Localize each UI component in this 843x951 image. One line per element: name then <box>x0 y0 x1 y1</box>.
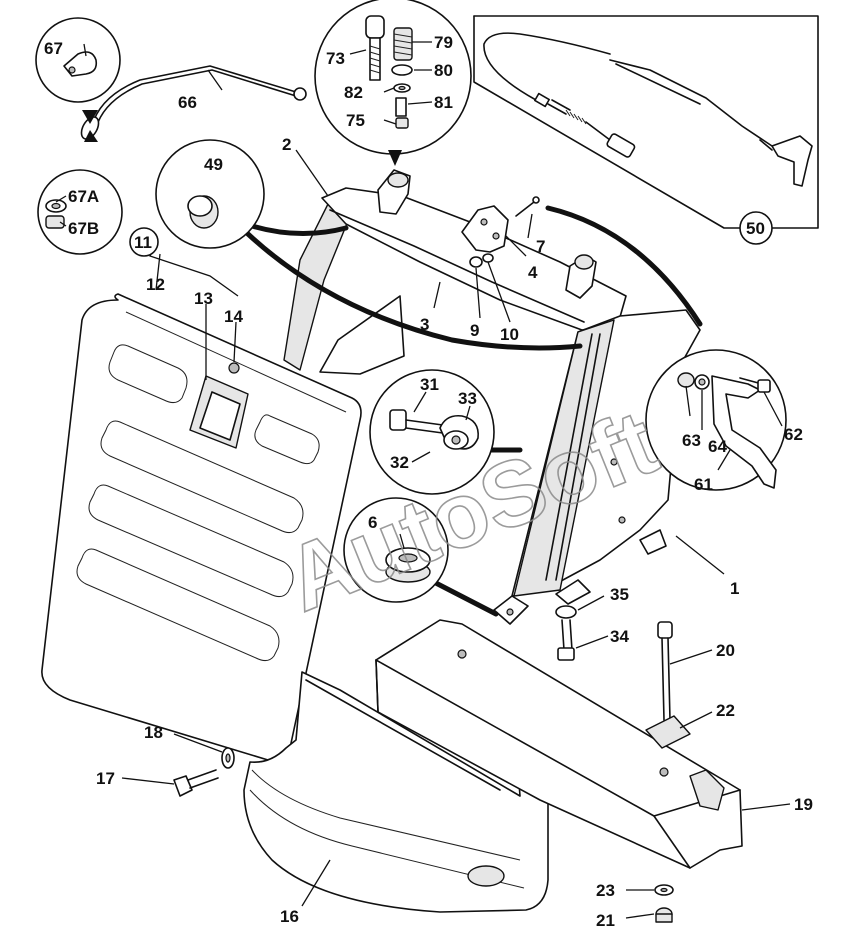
part-labels: 67 66 67A 67B 73 79 80 82 81 75 2 49 7 4… <box>44 33 813 930</box>
label-13: 13 <box>194 289 213 308</box>
label-67b: 67B <box>68 219 99 238</box>
label-23: 23 <box>596 881 615 900</box>
label-31: 31 <box>420 375 439 394</box>
cable-inset <box>473 15 819 229</box>
label-18: 18 <box>144 723 163 742</box>
label-11-ring <box>129 227 159 257</box>
callout-67 <box>35 17 121 103</box>
callout-61-64 <box>645 349 787 491</box>
label-19: 19 <box>794 795 813 814</box>
label-33: 33 <box>458 389 477 408</box>
label-73: 73 <box>326 49 345 68</box>
label-32: 32 <box>390 453 409 472</box>
label-10: 10 <box>500 325 519 344</box>
radiator-frame <box>283 169 701 625</box>
label-35: 35 <box>610 585 629 604</box>
label-2: 2 <box>282 135 291 154</box>
label-81: 81 <box>434 93 453 112</box>
label-21: 21 <box>596 911 615 930</box>
label-11: 11 <box>134 233 152 252</box>
label-67: 67 <box>44 39 63 58</box>
label-34: 34 <box>610 627 629 646</box>
label-12: 12 <box>146 275 165 294</box>
label-22: 22 <box>716 701 735 720</box>
leader-lines <box>55 41 791 919</box>
label-14: 14 <box>224 307 243 326</box>
label-62: 62 <box>784 425 803 444</box>
label-49: 49 <box>204 155 223 174</box>
label-75: 75 <box>346 111 365 130</box>
label-64: 64 <box>708 437 727 456</box>
label-50-ring <box>739 211 773 245</box>
label-6: 6 <box>368 513 377 532</box>
label-4: 4 <box>528 263 538 282</box>
label-7: 7 <box>536 237 545 256</box>
label-3: 3 <box>420 315 429 334</box>
label-80: 80 <box>434 61 453 80</box>
label-9: 9 <box>470 321 479 340</box>
callout-49 <box>155 139 265 249</box>
label-61: 61 <box>694 475 713 494</box>
counterweight <box>375 605 743 869</box>
label-82: 82 <box>344 83 363 102</box>
label-66: 66 <box>178 93 197 112</box>
label-50: 50 <box>746 219 765 238</box>
label-67a: 67A <box>68 187 99 206</box>
label-17: 17 <box>96 769 115 788</box>
washer-23-nut-21 <box>654 884 674 923</box>
label-1: 1 <box>730 579 739 598</box>
callout-fasteners-top <box>314 0 472 166</box>
callout-31-33 <box>369 369 495 495</box>
label-20: 20 <box>716 641 735 660</box>
ground-cable-66 <box>80 65 307 142</box>
label-79: 79 <box>434 33 453 52</box>
label-16: 16 <box>280 907 299 926</box>
front-grille <box>41 293 362 762</box>
label-63: 63 <box>682 431 701 450</box>
callout-6 <box>343 497 449 603</box>
callout-67a-67b <box>37 169 123 255</box>
bolt-17-washer-18 <box>173 747 235 797</box>
